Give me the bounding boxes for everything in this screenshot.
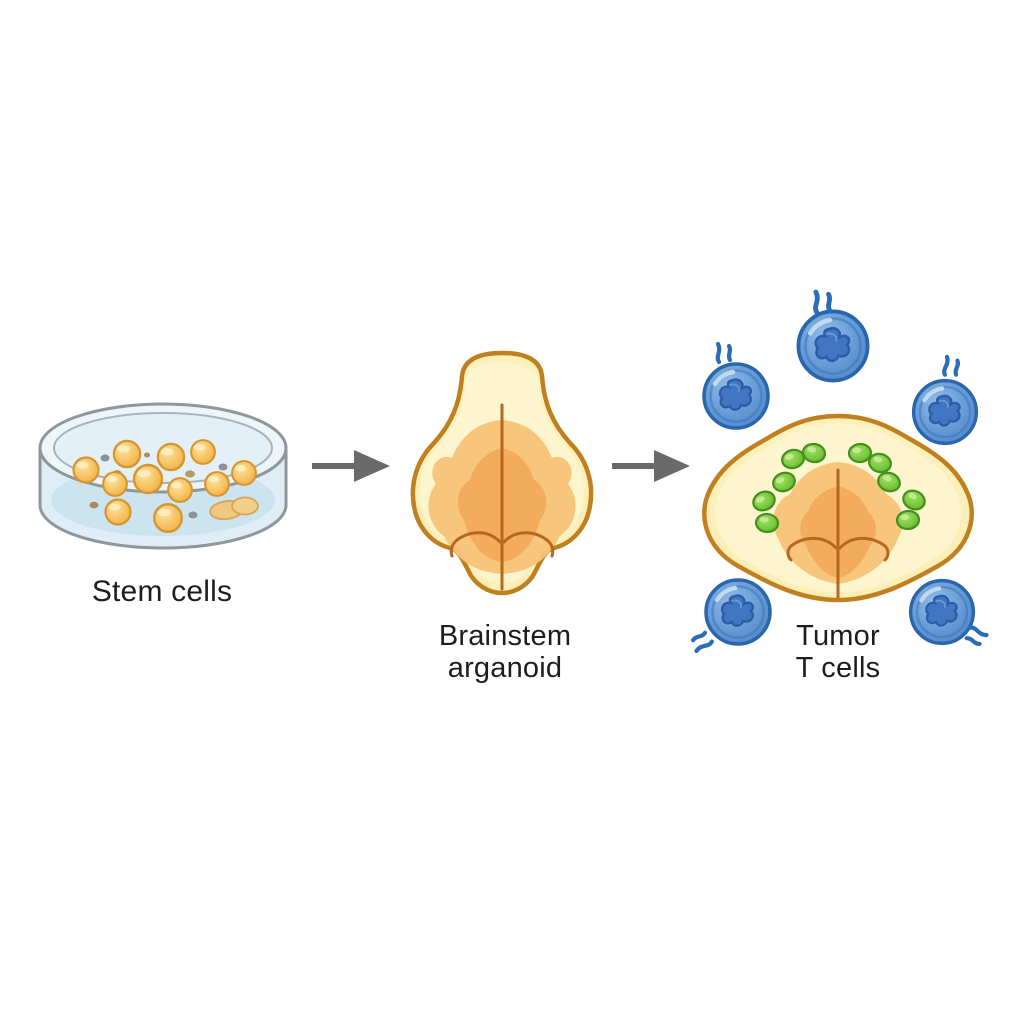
tumor-cell — [754, 511, 780, 535]
motion-lines-icon — [718, 344, 730, 362]
stem-cell — [132, 463, 164, 495]
label-brainstem-line1: Brainstem — [438, 620, 572, 652]
motion-lines-icon — [944, 357, 959, 377]
motion-lines-icon — [691, 632, 713, 651]
label-stem-cells: Stem cells — [91, 575, 233, 608]
arrow-icon — [312, 450, 390, 482]
stem-cells-group — [72, 439, 259, 533]
petri-dish-illustration — [38, 402, 288, 550]
tumor-organoid-illustration — [702, 413, 974, 603]
label-tumor-t-cells: Tumor T cells — [728, 620, 948, 684]
stem-cell — [167, 477, 193, 503]
stem-cell — [231, 460, 257, 486]
tumor-cell — [895, 508, 921, 532]
tumor-cell — [847, 441, 873, 465]
stem-cell — [153, 503, 183, 533]
label-tumor-line1: Tumor — [796, 620, 880, 652]
t-cell — [798, 311, 867, 380]
arrow-icon — [612, 450, 690, 482]
label-tumor-line2: T cells — [795, 652, 881, 684]
t-cell — [704, 364, 768, 428]
organoid-midline — [786, 468, 890, 599]
stem-cell — [204, 471, 230, 497]
stem-cell — [190, 439, 216, 465]
t-cell — [914, 381, 977, 444]
debris-specks — [89, 452, 228, 519]
label-brainstem-organoid: Brainstem arganoid — [395, 620, 615, 684]
stem-cell — [104, 498, 132, 526]
organoid-midline — [449, 403, 555, 591]
label-brainstem-line2: arganoid — [447, 652, 563, 684]
motion-lines-icon — [816, 292, 830, 313]
brainstem-organoid-illustration — [410, 350, 594, 596]
stem-cell-cluster — [209, 496, 259, 521]
stem-cell — [102, 471, 128, 497]
stem-cell — [156, 442, 186, 472]
stem-cell — [72, 456, 100, 484]
stem-cell — [112, 439, 142, 469]
